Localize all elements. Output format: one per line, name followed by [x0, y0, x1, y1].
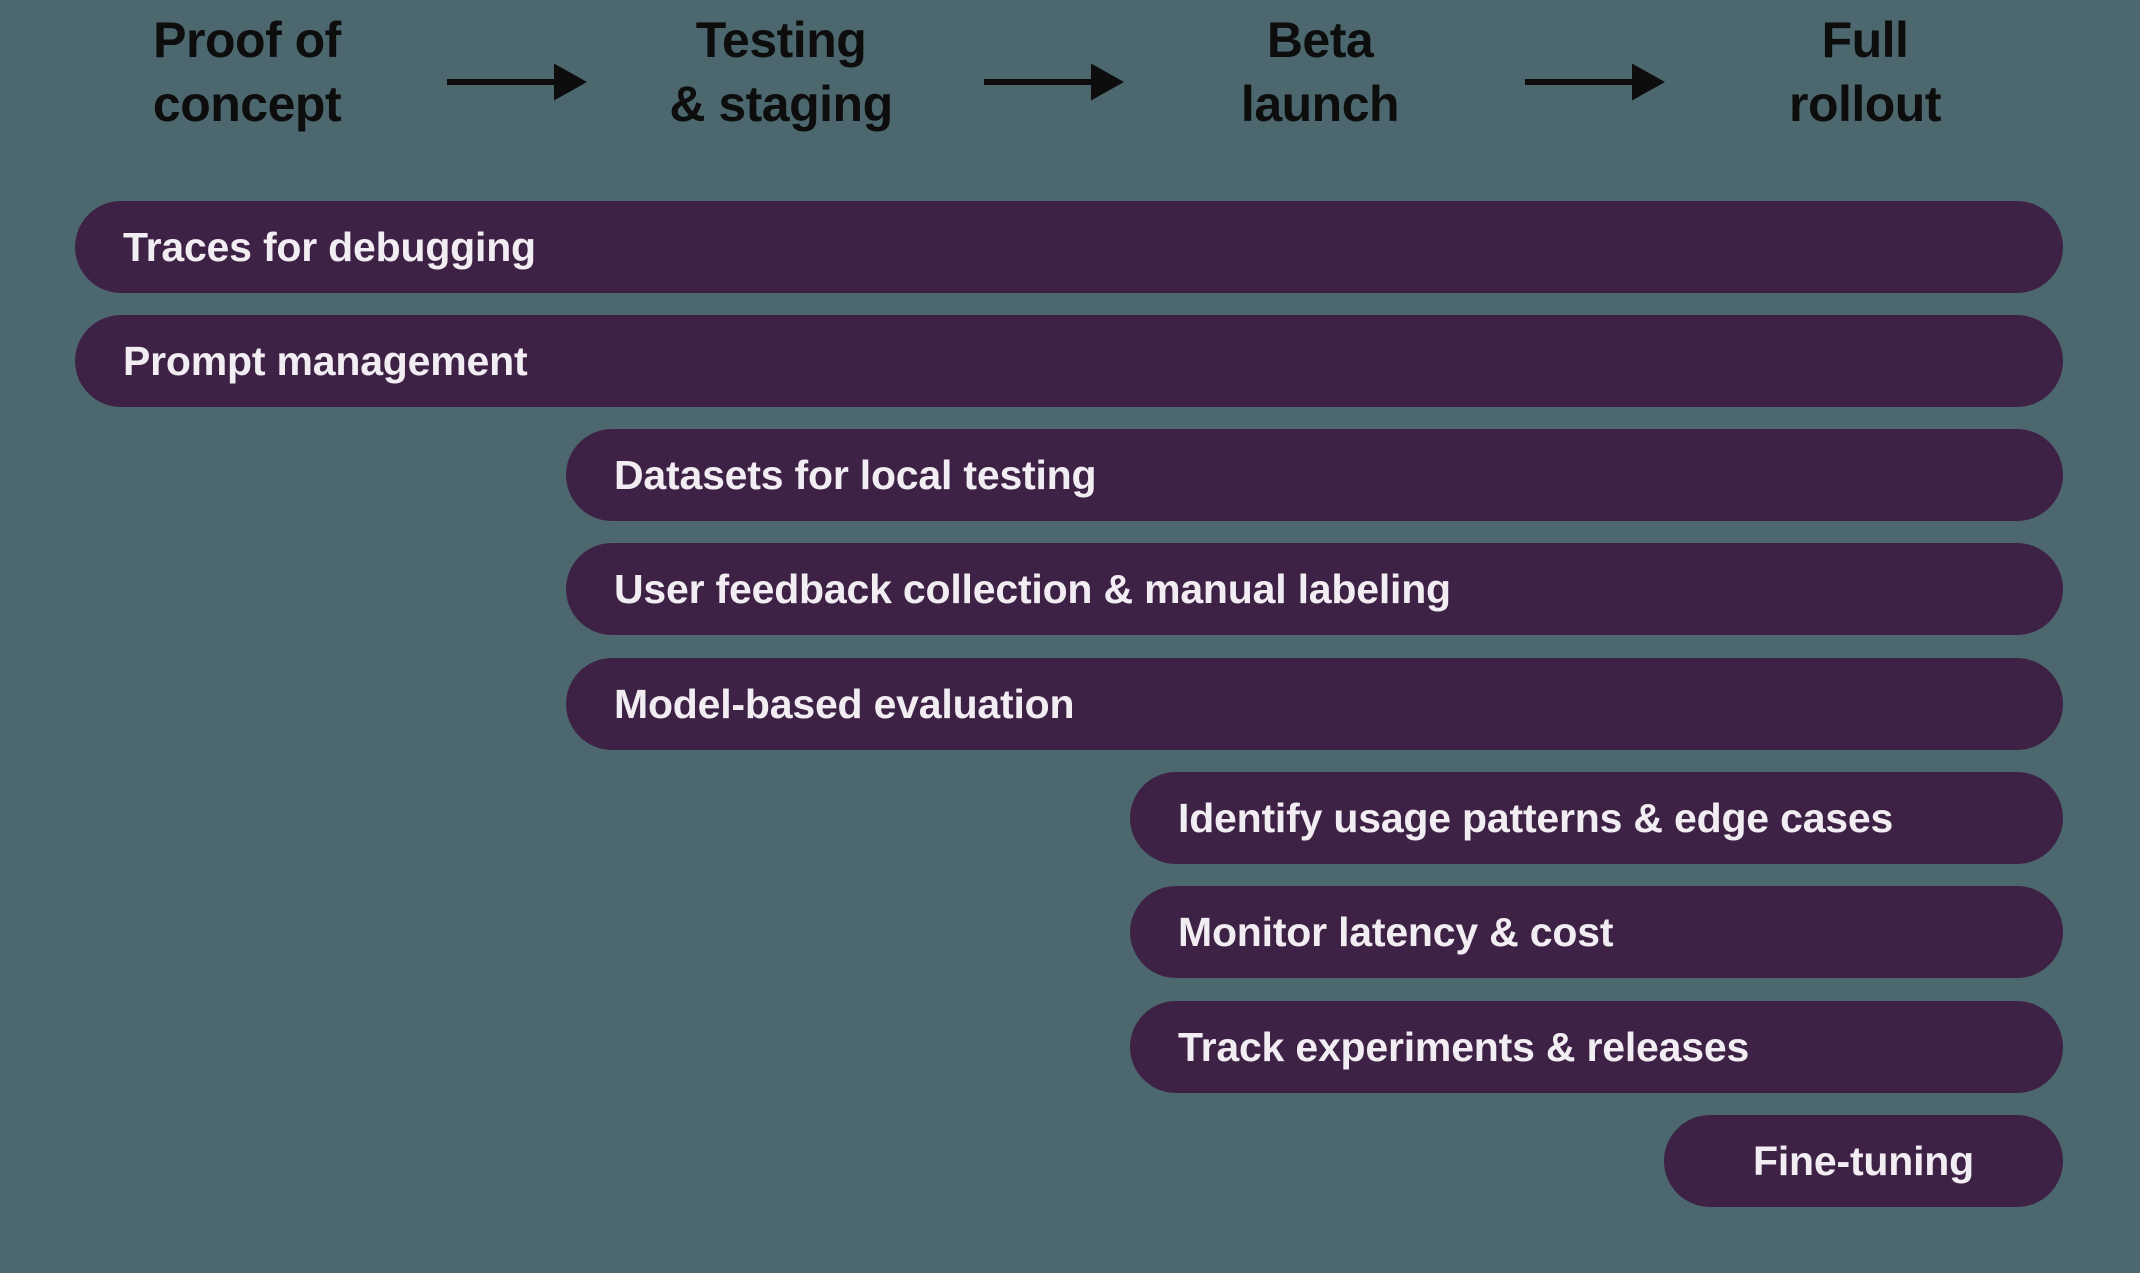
bar-datasets-for-local-testing: Datasets for local testing: [566, 429, 2063, 521]
bar-fine-tuning: Fine-tuning: [1664, 1115, 2063, 1207]
arrow-right-icon: [982, 61, 1124, 103]
bar-label: Traces for debugging: [123, 223, 536, 270]
bar-label: User feedback collection & manual labeli…: [614, 565, 1451, 612]
bar-prompt-management: Prompt management: [75, 315, 2063, 407]
bar-monitor-latency-cost: Monitor latency & cost: [1130, 886, 2063, 978]
bar-track-experiments-releases: Track experiments & releases: [1130, 1001, 2063, 1093]
arrow-right-icon: [1523, 61, 1665, 103]
bar-label: Fine-tuning: [1753, 1137, 1974, 1184]
stage-label-line: Full: [1821, 12, 1909, 68]
bar-label: Datasets for local testing: [614, 451, 1097, 498]
stage-label-beta-launch: Beta launch: [1090, 8, 1550, 136]
stage-label-proof-of-concept: Proof of concept: [17, 8, 477, 136]
stage-label-line: Beta: [1266, 12, 1374, 68]
bar-label: Prompt management: [123, 337, 528, 384]
bar-label: Identify usage patterns & edge cases: [1178, 794, 1894, 841]
stage-label-full-rollout: Full rollout: [1635, 8, 2095, 136]
arrow-right-icon: [445, 61, 587, 103]
bar-traces-for-debugging: Traces for debugging: [75, 201, 2063, 293]
bar-model-based-evaluation: Model-based evaluation: [566, 658, 2063, 750]
stage-label-testing-staging: Testing & staging: [551, 8, 1011, 136]
bar-identify-usage-patterns: Identify usage patterns & edge cases: [1130, 772, 2063, 864]
bar-label: Monitor latency & cost: [1178, 908, 1614, 955]
bar-user-feedback-collection: User feedback collection & manual labeli…: [566, 543, 2063, 635]
stage-label-line: & staging: [669, 76, 893, 132]
bar-label: Model-based evaluation: [614, 680, 1075, 727]
stage-label-line: concept: [152, 76, 342, 132]
stage-label-line: launch: [1240, 76, 1400, 132]
stage-label-line: Proof of: [153, 12, 341, 68]
bar-label: Track experiments & releases: [1178, 1023, 1750, 1070]
stage-label-line: rollout: [1788, 76, 1942, 132]
stage-label-line: Testing: [695, 12, 867, 68]
